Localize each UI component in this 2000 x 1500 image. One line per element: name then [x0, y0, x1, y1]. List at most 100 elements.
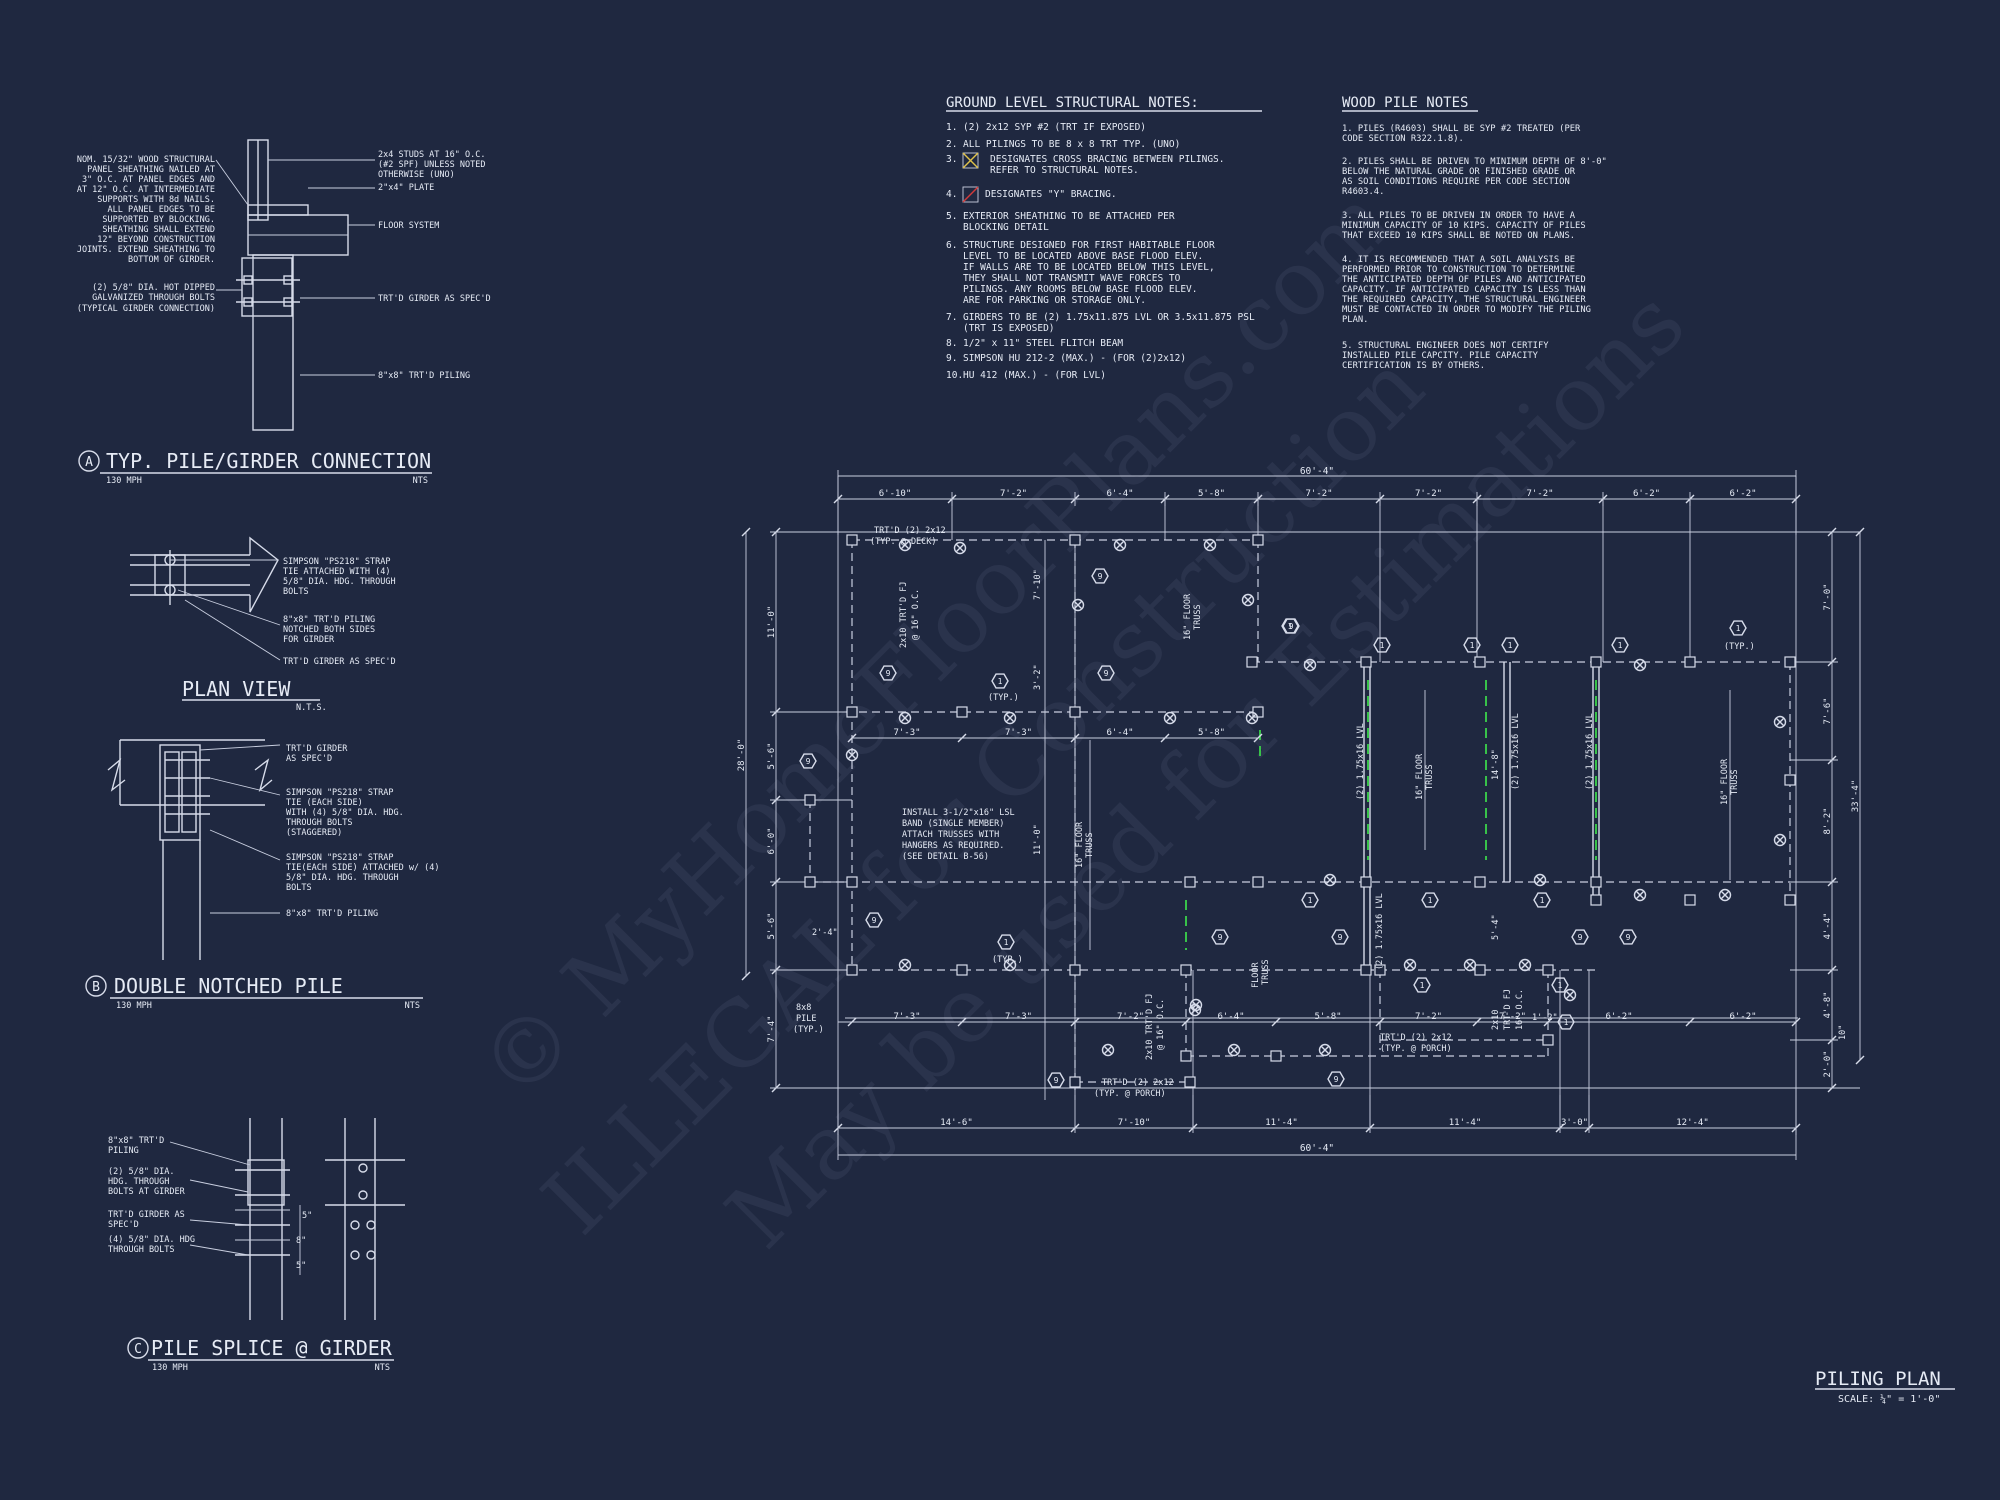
callout-tag: 9 [1327, 1071, 1345, 1087]
svg-text:HU 412 (MAX.) - (FOR LVL): HU 412 (MAX.) - (FOR LVL) [963, 370, 1106, 381]
svg-text:2x10 TRT'D FJ: 2x10 TRT'D FJ [1145, 993, 1155, 1060]
callout-tag-number: 1 [998, 677, 1003, 686]
svg-text:(2) 1.75x16 LVL: (2) 1.75x16 LVL [1356, 723, 1366, 800]
bottom-dim-string: 14'-6"7'-10"11'-4"11'-4"3'-0"12'-4" [940, 1118, 1709, 1128]
svg-text:1.: 1. [946, 122, 957, 133]
right-dim-label: 2'-0" [1823, 1050, 1833, 1077]
svg-text:(TYP.): (TYP.) [992, 955, 1023, 965]
cross-bracing-mark [1113, 538, 1127, 552]
right-overall-dim: 33'-4" [1851, 780, 1861, 813]
pile-8x8 [1784, 774, 1796, 786]
svg-text:NOTCHED BOTH SIDES: NOTCHED BOTH SIDES [283, 625, 375, 635]
row-dim-label: 5'-8" [1314, 1012, 1341, 1022]
top-dim-label: 6'-2" [1633, 489, 1660, 499]
cross-bracing-mark [953, 541, 967, 555]
pile-8x8 [1184, 1076, 1196, 1088]
svg-text:7.: 7. [946, 312, 957, 323]
svg-text:PERFORMED PRIOR TO CONSTRUCTIO: PERFORMED PRIOR TO CONSTRUCTION TO DETER… [1342, 265, 1575, 275]
svg-text:SPEC'D: SPEC'D [108, 1220, 139, 1230]
svg-text:4. IT IS RECOMMENDED THAT A SO: 4. IT IS RECOMMENDED THAT A SOIL ANALYSI… [1342, 255, 1575, 265]
pile-8x8 [1374, 964, 1386, 976]
pile-8x8 [1360, 876, 1372, 888]
cross-bracing-mark [1245, 711, 1259, 725]
callout-tag: 1 [1533, 892, 1551, 908]
svg-text:THEY SHALL NOT TRANSMIT WAVE F: THEY SHALL NOT TRANSMIT WAVE FORCES TO [963, 273, 1181, 284]
svg-text:B: B [92, 980, 100, 995]
svg-text:16" FLOOR: 16" FLOOR [1720, 758, 1730, 805]
pile-8x8 [1684, 894, 1696, 906]
callout-tag-number: 9 [806, 757, 811, 766]
callout-tag-number: 1 [1420, 981, 1425, 990]
dim-tick [1375, 1017, 1385, 1027]
left-dim-string: 11'-0"5'-6"6'-0"5'-6"7'-4" [767, 606, 777, 1043]
row-dim-label: 6'-4" [1217, 1012, 1244, 1022]
detail-a-notes-right: 2x4 STUDS AT 16" O.C. (#2 SPF) UNLESS NO… [378, 150, 491, 381]
callout-tag: 1 [1463, 637, 1481, 653]
detail-a-notes-left: NOM. 15/32" WOOD STRUCTURAL PANEL SHEATH… [77, 155, 215, 314]
piling-plan-scale: SCALE: ¼" = 1'-0" [1838, 1393, 1940, 1405]
callout-tag: 9 [799, 753, 817, 769]
plan-view-detail: SIMPSON "PS218" STRAP TIE ATTACHED WITH … [130, 536, 396, 713]
svg-text:3'-2": 3'-2" [1033, 664, 1043, 690]
svg-text:(2) 2x12 SYP #2 (TRT IF EXPOSE: (2) 2x12 SYP #2 (TRT IF EXPOSED) [963, 122, 1146, 133]
callout-tag: 9 [1097, 665, 1115, 681]
callout-tag: 1 [997, 934, 1015, 950]
callout-tag: 9 [1619, 929, 1637, 945]
dim-tick [741, 527, 751, 537]
svg-text:1/2" x 11" STEEL FLITCH BEAM: 1/2" x 11" STEEL FLITCH BEAM [963, 338, 1123, 349]
span-arrows [1089, 690, 1731, 950]
ground-level-structural-notes: GROUND LEVEL STRUCTURAL NOTES: 1.(2) 2x1… [946, 95, 1262, 381]
pile-8x8 [1180, 1050, 1192, 1062]
bottom-dim-label: 7'-10" [1118, 1118, 1151, 1128]
break-line [249, 536, 279, 613]
cross-bracing-mark [1533, 873, 1547, 887]
svg-text:TIE(EACH SIDE) ATTACHED w/ (4): TIE(EACH SIDE) ATTACHED w/ (4) [286, 863, 440, 873]
row-dim-label: 7'-3" [893, 1012, 920, 1022]
callout-tag-number: 1 [1618, 641, 1623, 650]
callout-tag: 1 [1373, 637, 1391, 653]
left-dim-label: 11'-0" [767, 606, 777, 639]
svg-text:BOLTS: BOLTS [286, 883, 312, 893]
pile-8x8 [846, 964, 858, 976]
svg-text:THROUGH BOLTS: THROUGH BOLTS [108, 1245, 175, 1255]
callout-tag: 1 [991, 673, 1009, 689]
cross-bracing-mark [1463, 958, 1477, 972]
cross-bracing-mark [1101, 1043, 1115, 1057]
svg-text:(2) 1.75x16 LVL: (2) 1.75x16 LVL [1511, 713, 1521, 790]
svg-text:TRT'D FJ: TRT'D FJ [1503, 989, 1513, 1030]
svg-text:AS SOIL CONDITIONS REQUIRE PER: AS SOIL CONDITIONS REQUIRE PER CODE SECT… [1342, 177, 1570, 187]
cross-bracing-mark [898, 538, 912, 552]
svg-text:16" FLOOR: 16" FLOOR [1075, 821, 1085, 868]
detail-b-title: DOUBLE NOTCHED PILE [114, 974, 343, 998]
svg-text:JOINTS. EXTEND SHEATHING TO: JOINTS. EXTEND SHEATHING TO [77, 245, 215, 255]
svg-text:14'-8": 14'-8" [1491, 749, 1501, 780]
callout-tag-number: 9 [872, 916, 877, 925]
dim-tick [1685, 1017, 1695, 1027]
cross-bracing-mark [1003, 958, 1017, 972]
top-dim-label: 6'-4" [1106, 489, 1133, 499]
svg-text:BOTTOM OF GIRDER.: BOTTOM OF GIRDER. [128, 255, 215, 265]
svg-text:(TYP. @ PORCH): (TYP. @ PORCH) [1094, 1089, 1166, 1099]
callout-tag: 9 [865, 912, 883, 928]
svg-text:5/8" DIA. HDG. THROUGH: 5/8" DIA. HDG. THROUGH [286, 873, 399, 883]
svg-text:12" BEYOND CONSTRUCTION: 12" BEYOND CONSTRUCTION [97, 235, 215, 245]
callout-tag-number: 9 [1054, 1076, 1059, 1085]
cross-bracing-mark [1163, 711, 1177, 725]
top-dim-label: 7'-2" [1415, 489, 1442, 499]
top-dim-string: 6'-10"7'-2"6'-4"5'-8"7'-2"7'-2"7'-2"6'-2… [879, 489, 1757, 499]
svg-text:FOR GIRDER: FOR GIRDER [283, 635, 335, 645]
cross-bracing-mark [1773, 715, 1787, 729]
bottom-dim-label: 14'-6" [940, 1118, 973, 1128]
bottom-dim-label: 11'-4" [1449, 1118, 1482, 1128]
pile-8x8 [804, 876, 816, 888]
callout-tag-number: 1 [1428, 896, 1433, 905]
pile-8x8 [1474, 964, 1486, 976]
detail-c-marker [127, 1337, 149, 1359]
pile-8x8 [1542, 1034, 1554, 1046]
dim-tick [1070, 1017, 1080, 1027]
pile-8x8 [1180, 964, 1192, 976]
callout-tag: 9 [1571, 929, 1589, 945]
svg-text:8"x8" TRT'D: 8"x8" TRT'D [108, 1136, 164, 1146]
cross-bracing-mark [1189, 998, 1203, 1012]
svg-text:PLAN.: PLAN. [1342, 315, 1368, 325]
